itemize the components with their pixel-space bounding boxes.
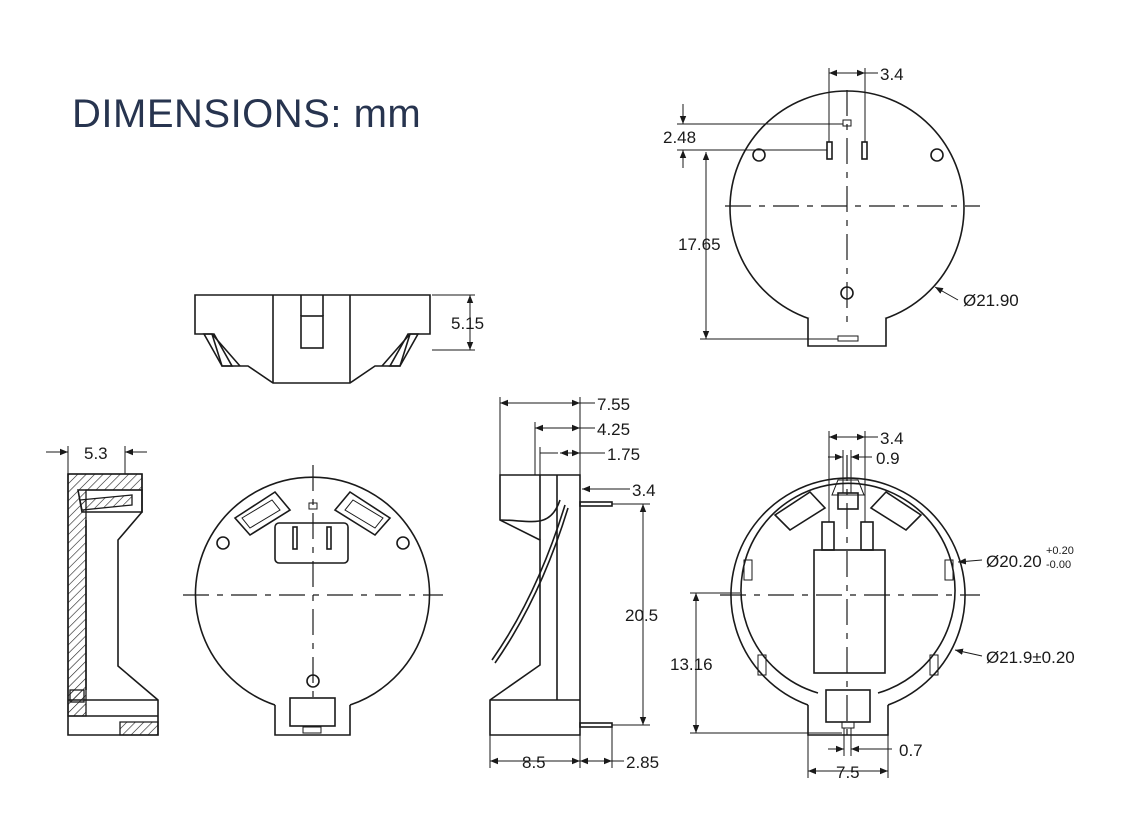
top-right-centerlines: [725, 90, 980, 330]
dim-profile-top: 7.55 4.25 1.75: [499, 395, 640, 475]
bottom-right-centerlines: [720, 455, 980, 735]
side-profile-outline: [489, 474, 613, 736]
label-dim-bottom-pin-width: 0.9: [876, 449, 900, 468]
dim-bottom-height: 13.16: [670, 592, 842, 734]
side-small-outline: [194, 294, 431, 384]
dim-top-diameter: Ø21.90: [934, 286, 1019, 310]
dim-bottom-tab: 0.7: [828, 728, 923, 760]
label-tol-minus: -0.00: [1046, 559, 1071, 571]
label-dim-top-pin-spacing: 3.4: [880, 65, 904, 84]
label-dim-top-diameter: Ø21.90: [963, 291, 1019, 310]
view-top-right: 3.4 2.48 17.65 Ø21.90: [663, 65, 1019, 347]
dim-bottom-base: 7.5: [807, 735, 889, 782]
label-dim-profile-e: 20.5: [625, 606, 658, 625]
dim-profile-right: 3.4 20.5: [582, 481, 658, 726]
label-dim-bottom-inner-diameter: Ø20.20: [986, 552, 1042, 571]
label-dim-profile-a: 7.55: [597, 395, 630, 414]
label-dim-section-width: 5.3: [84, 444, 108, 463]
dim-bottom-outer-diameter: Ø21.9±0.20: [954, 648, 1075, 667]
view-side-small: 5.15: [194, 294, 484, 384]
view-bottom-right: 3.4 0.9 Ø20.20 +0.20 -0.00 Ø21.9±0.20 13…: [670, 429, 1075, 782]
label-dim-profile-c: 1.75: [607, 445, 640, 464]
dim-top-height: 17.65: [678, 152, 838, 340]
section-outline: [67, 473, 159, 736]
dim-top-pin-spacing: 3.4: [828, 65, 904, 142]
bottom-right-outline: [730, 477, 966, 736]
dim-bottom-inner-diameter: Ø20.20 +0.20 -0.00: [957, 545, 1074, 571]
label-dim-top-pad-offset: 2.48: [663, 128, 696, 147]
label-dim-profile-b: 4.25: [597, 420, 630, 439]
label-dim-side-height: 5.15: [451, 314, 484, 333]
label-dim-bottom-pin-spacing: 3.4: [880, 429, 904, 448]
dim-side-height: 5.15: [432, 294, 484, 351]
page-title: DIMENSIONS: mm: [72, 92, 422, 136]
front-centerlines: [183, 465, 443, 700]
label-dim-bottom-base: 7.5: [836, 763, 860, 782]
dim-section-width: 5.3: [46, 444, 147, 474]
dim-top-pad-offset: 2.48: [663, 104, 843, 168]
dim-profile-bottom: 8.5 2.85: [489, 727, 659, 772]
view-section: 5.3: [46, 444, 159, 736]
label-tol-plus: +0.20: [1046, 545, 1074, 557]
label-dim-profile-g: 2.85: [626, 753, 659, 772]
dim-bottom-pin-width: 0.9: [828, 449, 900, 493]
view-side-profile: 7.55 4.25 1.75 3.4 20.5 8.5 2.85: [489, 395, 659, 772]
label-dim-bottom-tab: 0.7: [899, 741, 923, 760]
dim-bottom-pin-spacing: 3.4: [828, 429, 904, 522]
label-dim-bottom-outer-diameter: Ø21.9±0.20: [986, 648, 1075, 667]
label-dim-top-height: 17.65: [678, 235, 721, 254]
view-front: [183, 465, 443, 736]
label-dim-profile-f: 8.5: [522, 753, 546, 772]
label-dim-profile-d: 3.4: [632, 481, 656, 500]
label-dim-bottom-height: 13.16: [670, 655, 713, 674]
